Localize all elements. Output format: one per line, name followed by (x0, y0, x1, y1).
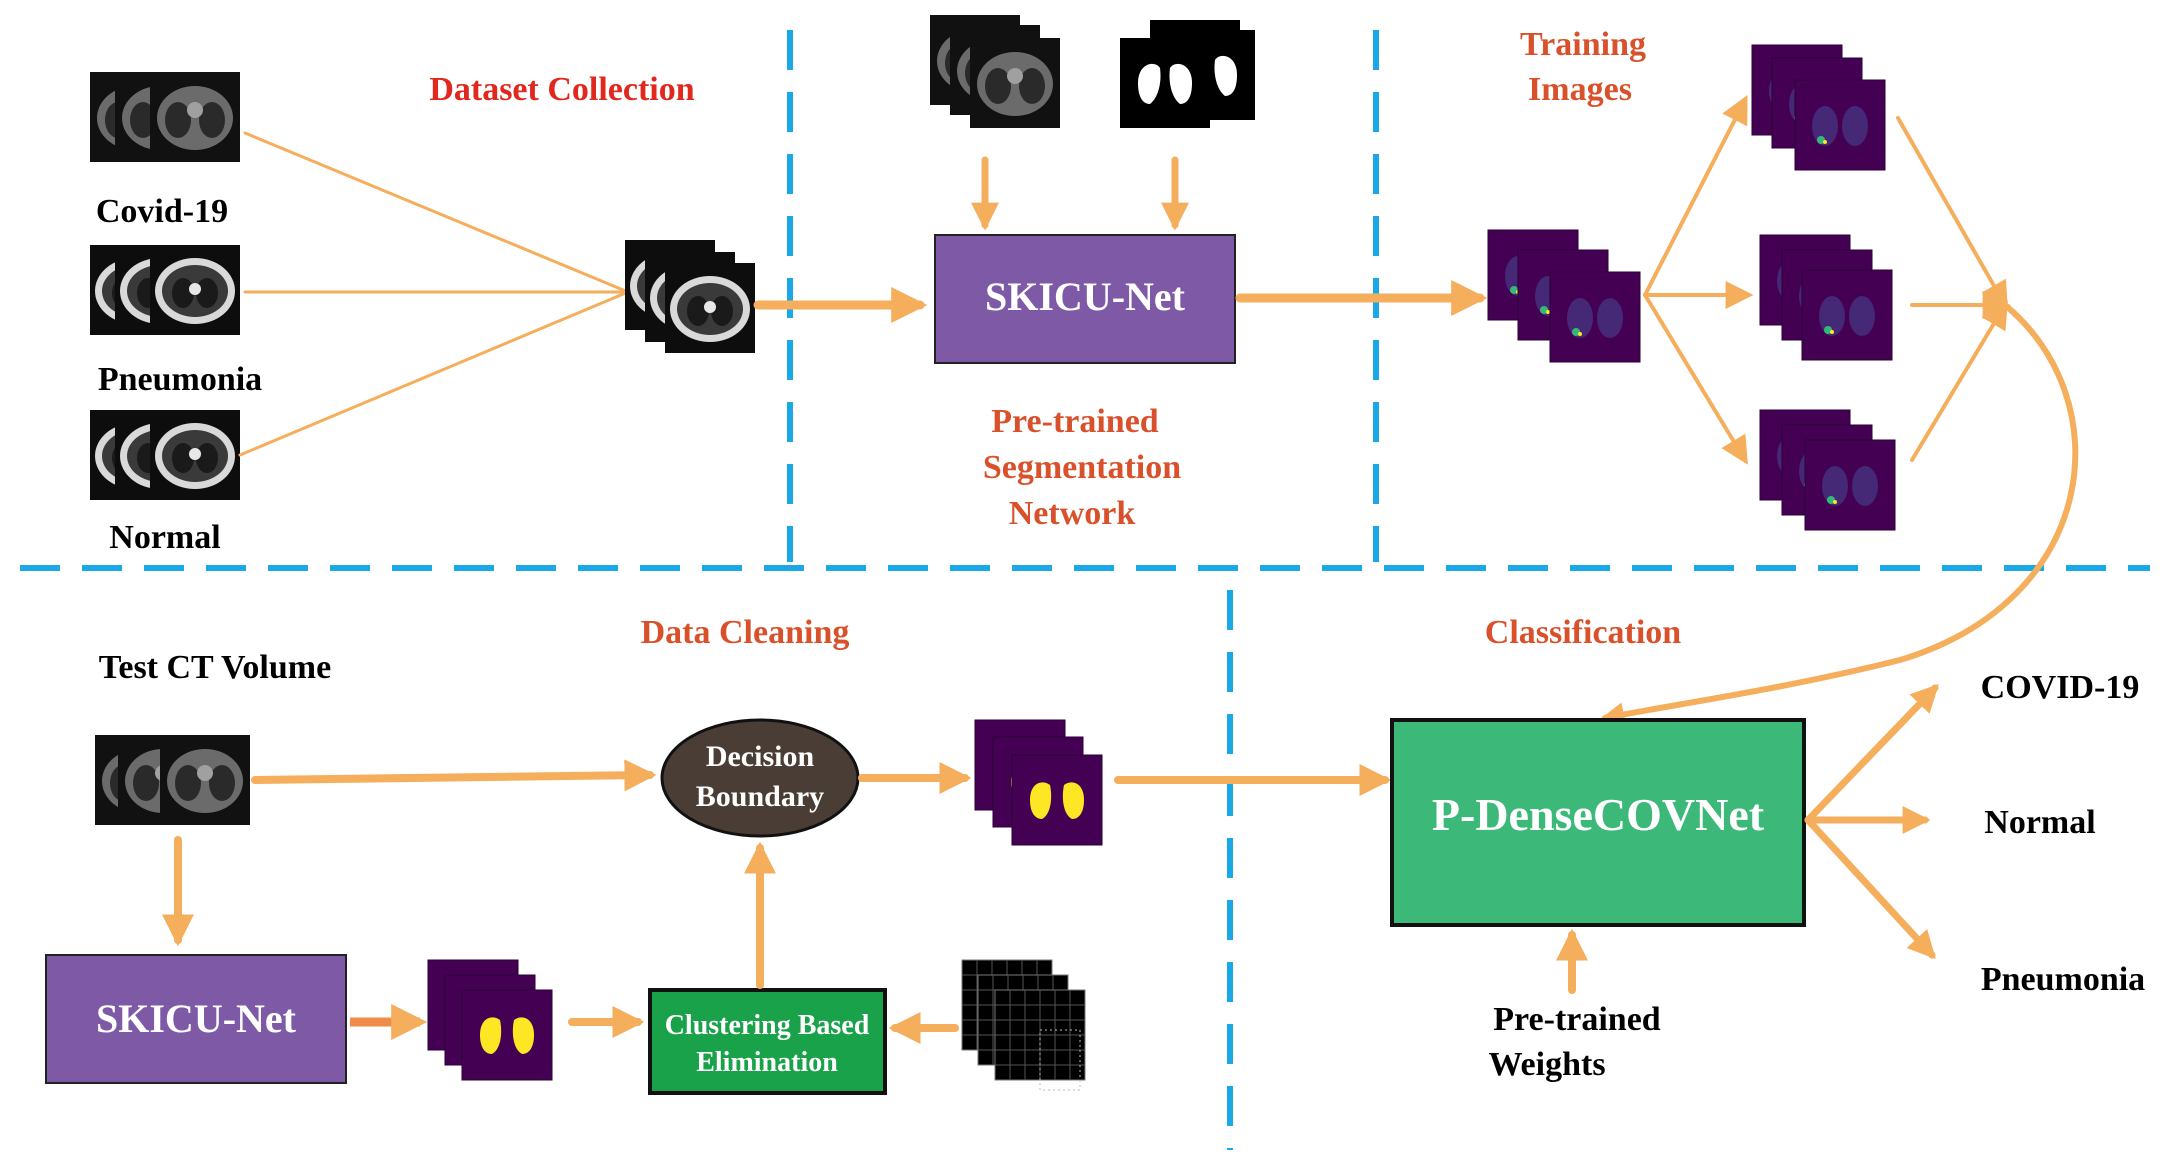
converge-arrows (1896, 116, 2011, 462)
test-ct-volume-label: Test CT Volume (99, 649, 331, 686)
weights-label-line2: Weights (1488, 1046, 1605, 1083)
output-label-covid: COVID-19 (1981, 669, 2140, 706)
section-title-dataset-collection: Dataset Collection (429, 71, 694, 108)
output-label-pneumonia: Pneumonia (1981, 961, 2145, 998)
clustering-label-line1: Clustering Based (665, 1010, 870, 1041)
skicu-net-label-bottom: SKICU-Net (96, 996, 297, 1041)
skicu-net-label-top: SKICU-Net (985, 274, 1186, 319)
p-densecovnet-label: P-DenseCOVNet (1432, 789, 1765, 840)
output-label-normal: Normal (1984, 804, 2095, 841)
mask-input-stack (1120, 20, 1255, 128)
cleaned-mask-stack (974, 719, 1103, 846)
decision-boundary-node (660, 718, 860, 838)
arrow-test-to-decision (251, 759, 657, 792)
training-stack-aug2 (1759, 234, 1893, 361)
p-densecovnet-box (1390, 718, 1806, 927)
merge-lines (238, 131, 630, 457)
training-stack-main (1487, 229, 1641, 363)
skicu-net-box-top (934, 234, 1236, 364)
segmented-mask-stack (427, 959, 553, 1081)
output-arrows (1804, 683, 1939, 960)
training-stack-aug1 (1751, 44, 1886, 171)
training-title-line2: Images (1528, 71, 1632, 108)
decision-label-line1: Decision (706, 740, 815, 773)
pneumonia-ct-stack (90, 245, 240, 335)
arrow-training-to-densecovnet (1600, 302, 2079, 727)
section-title-data-cleaning: Data Cleaning (641, 614, 850, 651)
normal-ct-stack (90, 410, 240, 500)
covid-ct-stack (90, 72, 240, 162)
pretrained-seg-line2: Segmentation (983, 449, 1181, 486)
decision-label-line2: Boundary (696, 780, 824, 813)
input-label-normal: Normal (109, 519, 220, 556)
grid-patch-stack (961, 959, 1086, 1091)
pretrained-seg-line1: Pre-trained (991, 403, 1159, 440)
clustering-label-line2: Elimination (696, 1047, 838, 1078)
ct-input-stack (930, 15, 1060, 128)
pretrained-seg-line3: Network (1009, 495, 1136, 532)
merged-ct-stack (625, 240, 755, 353)
training-stack-aug3 (1759, 409, 1896, 531)
training-title-line1: Training (1520, 26, 1646, 63)
weights-label-line1: Pre-trained (1493, 1001, 1661, 1038)
section-title-classification: Classification (1485, 614, 1682, 651)
augment-arrows (1643, 95, 1754, 465)
input-label-covid: Covid-19 (96, 193, 228, 230)
skicu-net-box-bottom (45, 954, 347, 1084)
test-ct-stack (95, 735, 250, 825)
clustering-elimination-box (648, 988, 887, 1095)
input-label-pneumonia: Pneumonia (98, 361, 262, 398)
